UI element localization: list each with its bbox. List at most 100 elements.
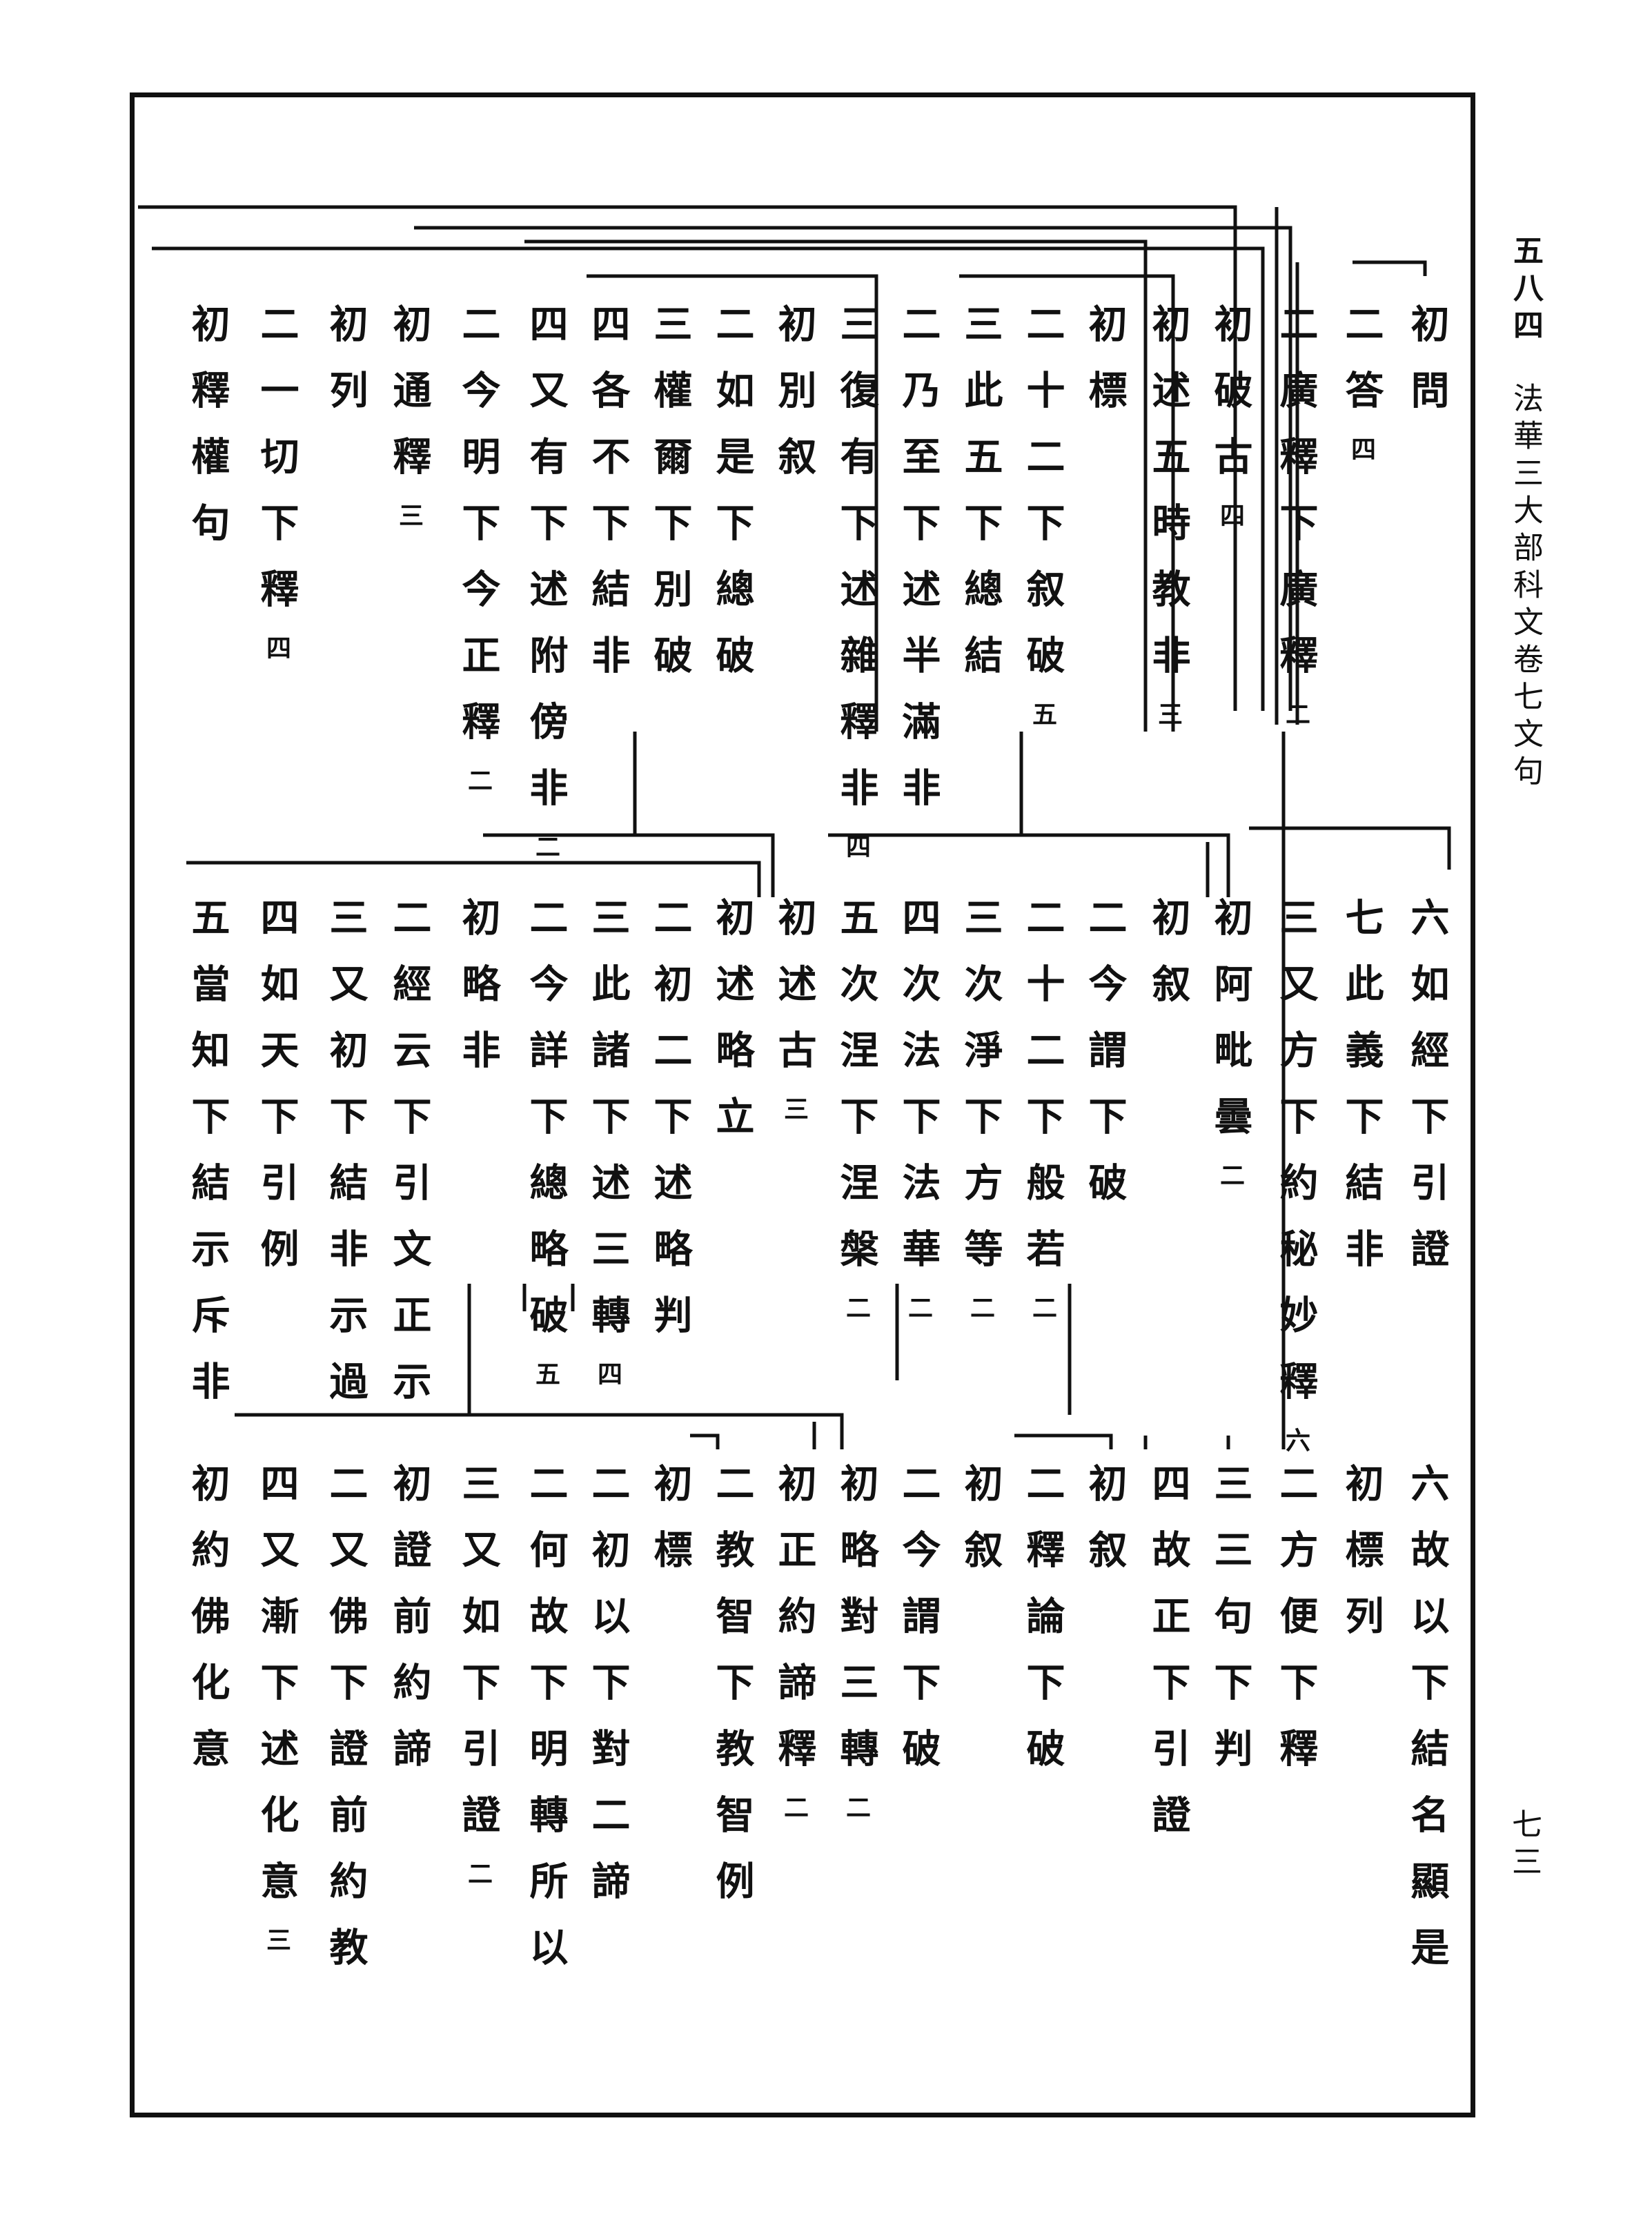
entry-subcount: 二 xyxy=(1281,701,1310,726)
outline-entry: 三又初下結非示過 xyxy=(323,897,368,1427)
entry-text: 初略對三轉 xyxy=(834,1463,879,1794)
entry-text: 初破古 xyxy=(1208,304,1253,502)
outline-entry: 四又漸下述化意三 xyxy=(254,1463,299,1952)
outline-entry: 四次法下法華二 xyxy=(896,897,941,1320)
outline-entry: 初叙 xyxy=(1145,897,1191,1030)
outline-entry: 二初二下述略判 xyxy=(647,897,693,1361)
outline-entry: 初述五時教非三 xyxy=(1145,304,1191,726)
entry-text: 二如是下總破 xyxy=(709,304,755,701)
entry-subcount: 四 xyxy=(1216,502,1245,527)
outline-entry: 二一切下釋四 xyxy=(254,304,299,660)
entry-text: 二十二下般若 xyxy=(1020,897,1065,1295)
entry-text: 二今謂下破 xyxy=(896,1463,941,1794)
outline-entry: 三此諸下述三轉四 xyxy=(585,897,631,1386)
entry-text: 二一切下釋 xyxy=(254,304,299,635)
outline-entry: 二如是下總破 xyxy=(709,304,755,701)
entry-text: 三次淨下方等 xyxy=(958,897,1003,1295)
entry-subcount: 五 xyxy=(531,1361,560,1386)
entry-text: 二初二下述略判 xyxy=(647,897,693,1361)
outline-entry: 初叙 xyxy=(958,1463,1003,1596)
bracket-line xyxy=(1249,826,1451,870)
entry-text: 二廣釋下廣釋 xyxy=(1273,304,1319,701)
outline-entry: 二十二下叙破五 xyxy=(1020,304,1065,726)
bracket-line xyxy=(1143,1436,1230,1449)
bracket-line xyxy=(152,246,1265,711)
outline-entry: 二乃至下述半滿非 xyxy=(896,304,941,834)
entry-text: 二今詳下總略破 xyxy=(523,897,569,1361)
entry-text: 三此五下總結 xyxy=(958,304,1003,701)
outline-entry: 六如經下引證 xyxy=(1404,897,1450,1295)
entry-subcount: 二 xyxy=(1216,1162,1245,1187)
outline-entry: 三權爾下別破 xyxy=(647,304,693,701)
entry-text: 四各不下結非 xyxy=(585,304,631,701)
outline-entry: 初述古三 xyxy=(771,897,817,1121)
outline-entry: 二方便下釋 xyxy=(1273,1463,1319,1794)
bracket-line xyxy=(959,274,1175,732)
entry-text: 二又佛下證前約教 xyxy=(323,1463,368,1993)
outline-entry: 三次淨下方等二 xyxy=(958,897,1003,1320)
entry-text: 三三句下判 xyxy=(1208,1463,1253,1794)
outline-entry: 四各不下結非 xyxy=(585,304,631,701)
entry-text: 二答 xyxy=(1339,304,1384,436)
outline-entry: 二教智下教智例 xyxy=(709,1463,755,1927)
entry-subcount: 四 xyxy=(593,1361,622,1386)
entry-text: 初約佛化意 xyxy=(185,1463,230,1794)
entry-text: 初叙 xyxy=(958,1463,1003,1596)
entry-subcount: 三 xyxy=(780,1096,809,1121)
outline-entry: 二釋論下破 xyxy=(1020,1463,1065,1794)
outline-entry: 三三句下判 xyxy=(1208,1463,1253,1794)
outline-entry: 初略非 xyxy=(455,897,501,1096)
entry-text: 六如經下引證 xyxy=(1404,897,1450,1295)
outline-entry: 三又如下引證二 xyxy=(455,1463,501,1886)
outline-entry: 三又方下約秘妙釋六 xyxy=(1273,897,1319,1452)
entry-subcount: 二 xyxy=(842,1295,871,1320)
entry-text: 初述五時教非 xyxy=(1145,304,1191,701)
outline-entry: 三復有下述雜釋非四 xyxy=(834,304,879,859)
outline-entry: 二今明下今正釋二 xyxy=(455,304,501,792)
outline-entry: 二今謂下破 xyxy=(896,1463,941,1794)
outline-entry: 初釋權句 xyxy=(185,304,230,569)
entry-text: 初通釋 xyxy=(386,304,432,502)
outline-entry: 二答四 xyxy=(1339,304,1384,461)
entry-subcount: 五 xyxy=(1028,701,1057,726)
outline-entry: 初阿毗曇二 xyxy=(1208,897,1253,1187)
page-number: 五八四 xyxy=(1508,235,1543,346)
outline-entry: 五次涅下涅槃二 xyxy=(834,897,879,1320)
entry-text: 三復有下述雜釋非 xyxy=(834,304,879,834)
outline-entry: 七此義下結非 xyxy=(1339,897,1384,1295)
entry-text: 三權爾下別破 xyxy=(647,304,693,701)
entry-text: 二今謂下破 xyxy=(1082,897,1128,1228)
entry-text: 初叙 xyxy=(1082,1463,1128,1596)
outline-entry: 四故正下引證 xyxy=(1145,1463,1191,1861)
entry-subcount: 二 xyxy=(966,1295,995,1320)
entry-text: 四故正下引證 xyxy=(1145,1463,1191,1861)
outline-entry: 初問 xyxy=(1404,304,1450,436)
outline-entry: 初約佛化意 xyxy=(185,1463,230,1794)
outline-entry: 初正約諦釋二 xyxy=(771,1463,817,1819)
outline-entry: 初標 xyxy=(647,1463,693,1596)
bracket-line xyxy=(587,274,878,732)
entry-text: 初述古 xyxy=(771,897,817,1096)
entry-text: 初別叙 xyxy=(771,304,817,502)
outline-entry: 初叙 xyxy=(1082,1463,1128,1596)
bracket-line xyxy=(828,732,1230,897)
outline-entry: 二今詳下總略破五 xyxy=(523,897,569,1386)
outline-entry: 四又有下述附傍非二 xyxy=(523,304,569,859)
entry-text: 二十二下叙破 xyxy=(1020,304,1065,701)
entry-subcount: 二 xyxy=(780,1794,809,1819)
running-header: 五八四 法華三大部科文卷七文句 xyxy=(1504,235,1546,792)
entry-text: 初證前約諦 xyxy=(386,1463,432,1794)
bracket-line xyxy=(235,1284,844,1449)
entry-text: 四如天下引例 xyxy=(254,897,299,1295)
entry-text: 四次法下法華 xyxy=(896,897,941,1295)
entry-subcount: 四 xyxy=(1347,436,1376,461)
entry-text: 初列 xyxy=(323,304,368,436)
entry-subcount: 二 xyxy=(1028,1295,1057,1320)
outline-entry: 二經云下引文正示 xyxy=(386,897,432,1427)
entry-text: 五當知下結示斥非 xyxy=(185,897,230,1427)
entry-text: 初標 xyxy=(647,1463,693,1596)
outline-entry: 初標列 xyxy=(1339,1463,1384,1662)
entry-text: 二何故下明轉所以 xyxy=(523,1463,569,1993)
entry-subcount: 四 xyxy=(842,834,871,859)
